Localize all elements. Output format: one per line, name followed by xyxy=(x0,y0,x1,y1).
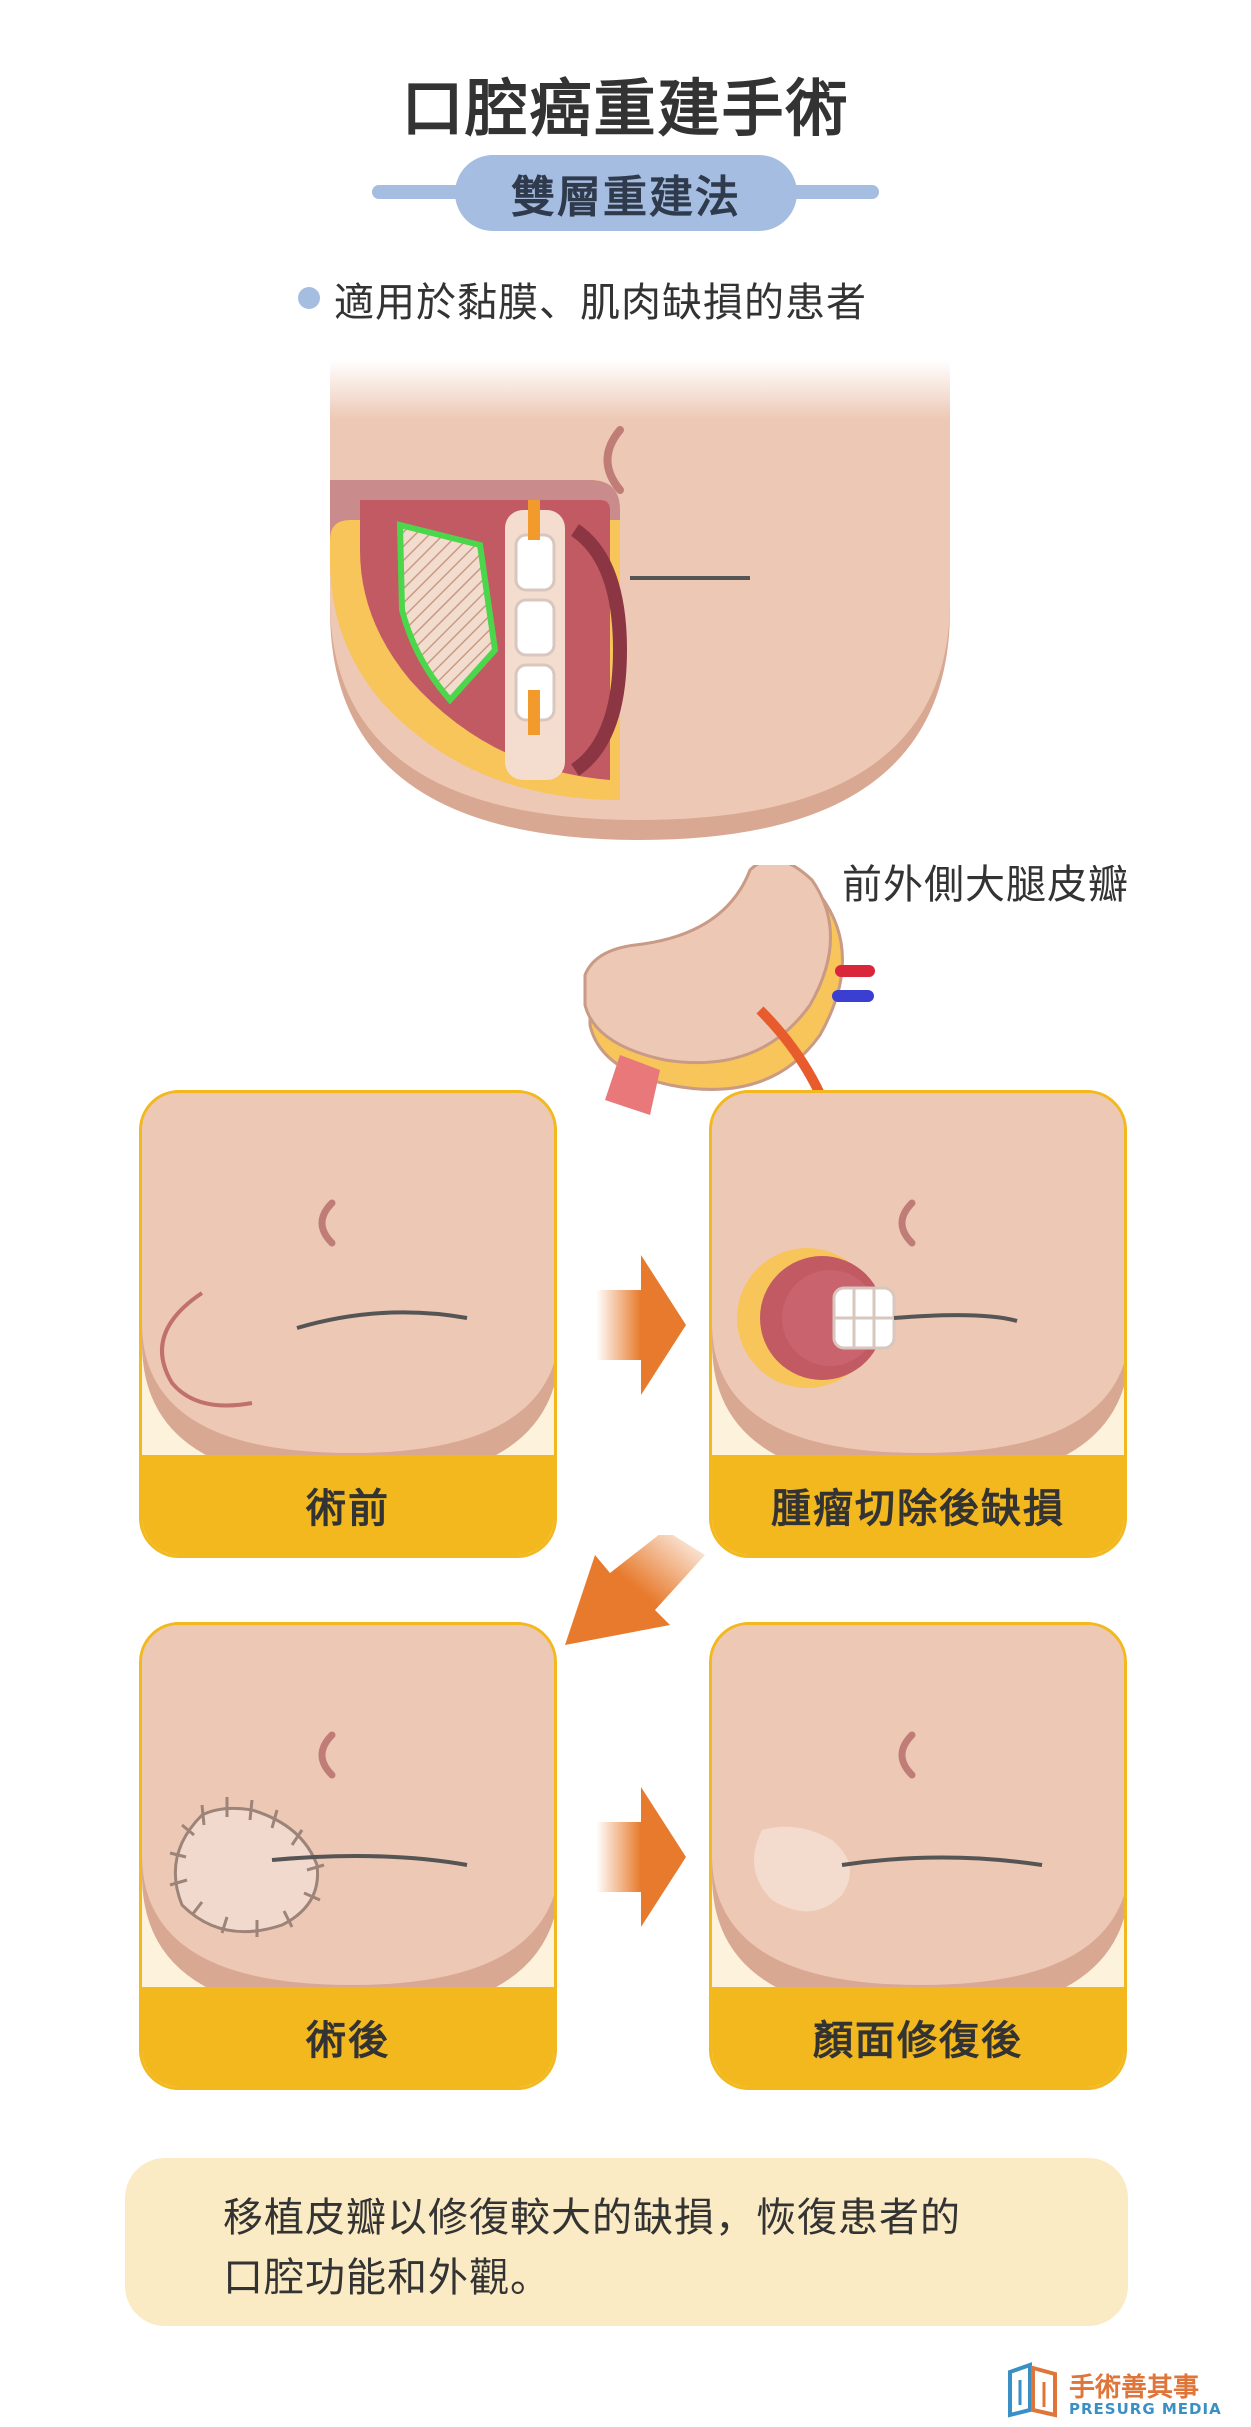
step-label-preop: 術前 xyxy=(142,1455,554,1555)
brand-logo-icon xyxy=(1008,2362,1057,2418)
step-card-resection: 腫瘤切除後缺損 xyxy=(709,1090,1127,1558)
page-title: 口腔癌重建手術 xyxy=(401,72,850,145)
step-label-restored: 顏面修復後 xyxy=(712,1987,1124,2087)
step-label-resection: 腫瘤切除後缺損 xyxy=(712,1455,1124,1555)
face-preop-illustration xyxy=(142,1093,554,1483)
step-card-postop: 術後 xyxy=(139,1622,557,2090)
summary-note-line-2: 口腔功能和外觀。 xyxy=(223,2255,551,2301)
bullet-dot-icon xyxy=(298,287,320,309)
summary-note-line-1: 移植皮瓣以修復較大的缺損，恢復患者的 xyxy=(223,2195,961,2241)
face-restored-illustration xyxy=(712,1625,1124,2015)
summary-note-text: 移植皮瓣以修復較大的缺損，恢復患者的 口腔功能和外觀。 xyxy=(223,2188,1083,2308)
oral-cross-section-illustration xyxy=(320,360,960,840)
face-postop-illustration xyxy=(142,1625,554,2015)
arrow-down-left-icon xyxy=(565,1535,705,1645)
step-label-postop: 術後 xyxy=(142,1987,554,2087)
summary-note: 移植皮瓣以修復較大的缺損，恢復患者的 口腔功能和外觀。 xyxy=(125,2158,1128,2326)
brand-name-cn: 手術善其事 xyxy=(1069,2373,1200,2403)
step-card-restored: 顏面修復後 xyxy=(709,1622,1127,2090)
step-card-preop: 術前 xyxy=(139,1090,557,1558)
face-defect-illustration xyxy=(712,1093,1124,1483)
arrow-right-icon xyxy=(596,1255,686,1395)
indication-text: 適用於黏膜、肌肉缺損的患者 xyxy=(334,280,867,326)
brand-name-en: PRESURG MEDIA xyxy=(1069,2400,1222,2418)
flap-label: 前外側大腿皮瓣 xyxy=(842,862,1129,908)
arrow-right-icon-2 xyxy=(596,1787,686,1927)
subtitle-badge: 雙層重建法 xyxy=(455,155,797,231)
